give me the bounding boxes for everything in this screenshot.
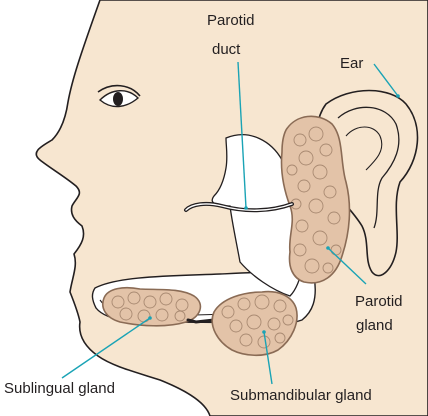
label-parotid-duct-line1: Parotid bbox=[207, 12, 255, 29]
submandibular-duct bbox=[188, 320, 214, 322]
label-ear: Ear bbox=[340, 55, 363, 72]
label-sublingual-gland: Sublingual gland bbox=[4, 380, 115, 397]
sublingual-gland bbox=[103, 288, 201, 326]
label-parotid-gland-line1: Parotid bbox=[355, 293, 403, 310]
label-parotid-duct-line2: duct bbox=[212, 41, 241, 58]
label-submandibular-gland: Submandibular gland bbox=[230, 387, 372, 404]
label-parotid-gland-line2: gland bbox=[356, 317, 393, 334]
